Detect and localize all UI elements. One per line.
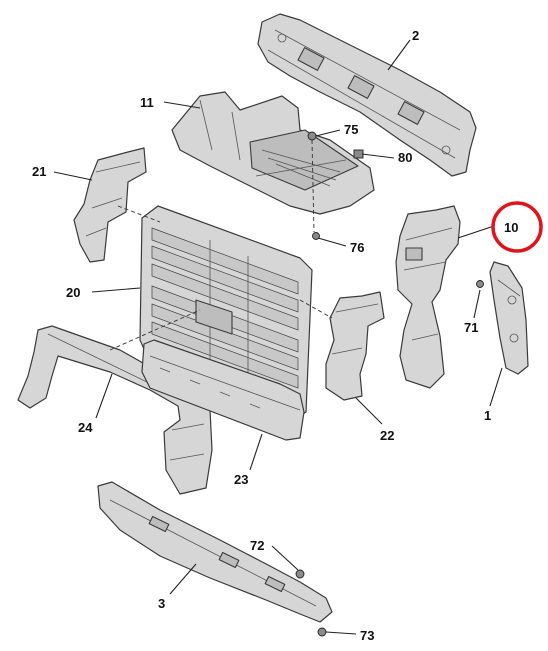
callout-10[interactable]: 10 — [504, 220, 518, 235]
part-10-right-air-guide[interactable] — [395, 205, 461, 389]
callout-22[interactable]: 22 — [380, 428, 394, 443]
part-11-air-deflector[interactable] — [171, 91, 375, 215]
fastener-80[interactable] — [353, 149, 364, 159]
callout-24[interactable]: 24 — [78, 420, 93, 435]
callout-71[interactable]: 71 — [464, 320, 478, 335]
fastener-73[interactable] — [317, 627, 327, 637]
callout-21[interactable]: 21 — [32, 164, 46, 179]
part-22-center-air-guide[interactable] — [325, 291, 385, 401]
part-2-upper-crossmember[interactable] — [257, 13, 477, 177]
callout-11[interactable]: 11 — [140, 95, 154, 110]
leader-lines — [53, 39, 503, 635]
highlight-circle — [491, 201, 543, 253]
callout-80[interactable]: 80 — [398, 150, 412, 165]
callout-1[interactable]: 1 — [484, 408, 491, 423]
callout-73[interactable]: 73 — [360, 628, 374, 643]
part-1-side-bracket[interactable] — [489, 261, 529, 375]
part-20-shutter-frame[interactable] — [139, 205, 313, 421]
callout-20[interactable]: 20 — [66, 285, 80, 300]
part-3-lower-support-plate[interactable] — [97, 481, 333, 623]
fastener-75[interactable] — [307, 131, 317, 141]
part-21-left-air-guide[interactable] — [73, 147, 147, 263]
callout-23[interactable]: 23 — [234, 472, 248, 487]
fastener-71[interactable] — [476, 280, 484, 288]
fastener-72[interactable] — [295, 569, 305, 579]
callout-72[interactable]: 72 — [250, 538, 264, 553]
callout-3[interactable]: 3 — [158, 596, 165, 611]
fastener-76[interactable] — [312, 232, 320, 240]
callout-labels: 2 11 75 80 21 76 10 20 71 1 24 22 23 72 … — [32, 28, 518, 643]
callout-76[interactable]: 76 — [350, 240, 364, 255]
part-23-lower-grille-strip[interactable] — [141, 339, 305, 441]
callout-75[interactable]: 75 — [344, 122, 358, 137]
callout-2[interactable]: 2 — [412, 28, 419, 43]
